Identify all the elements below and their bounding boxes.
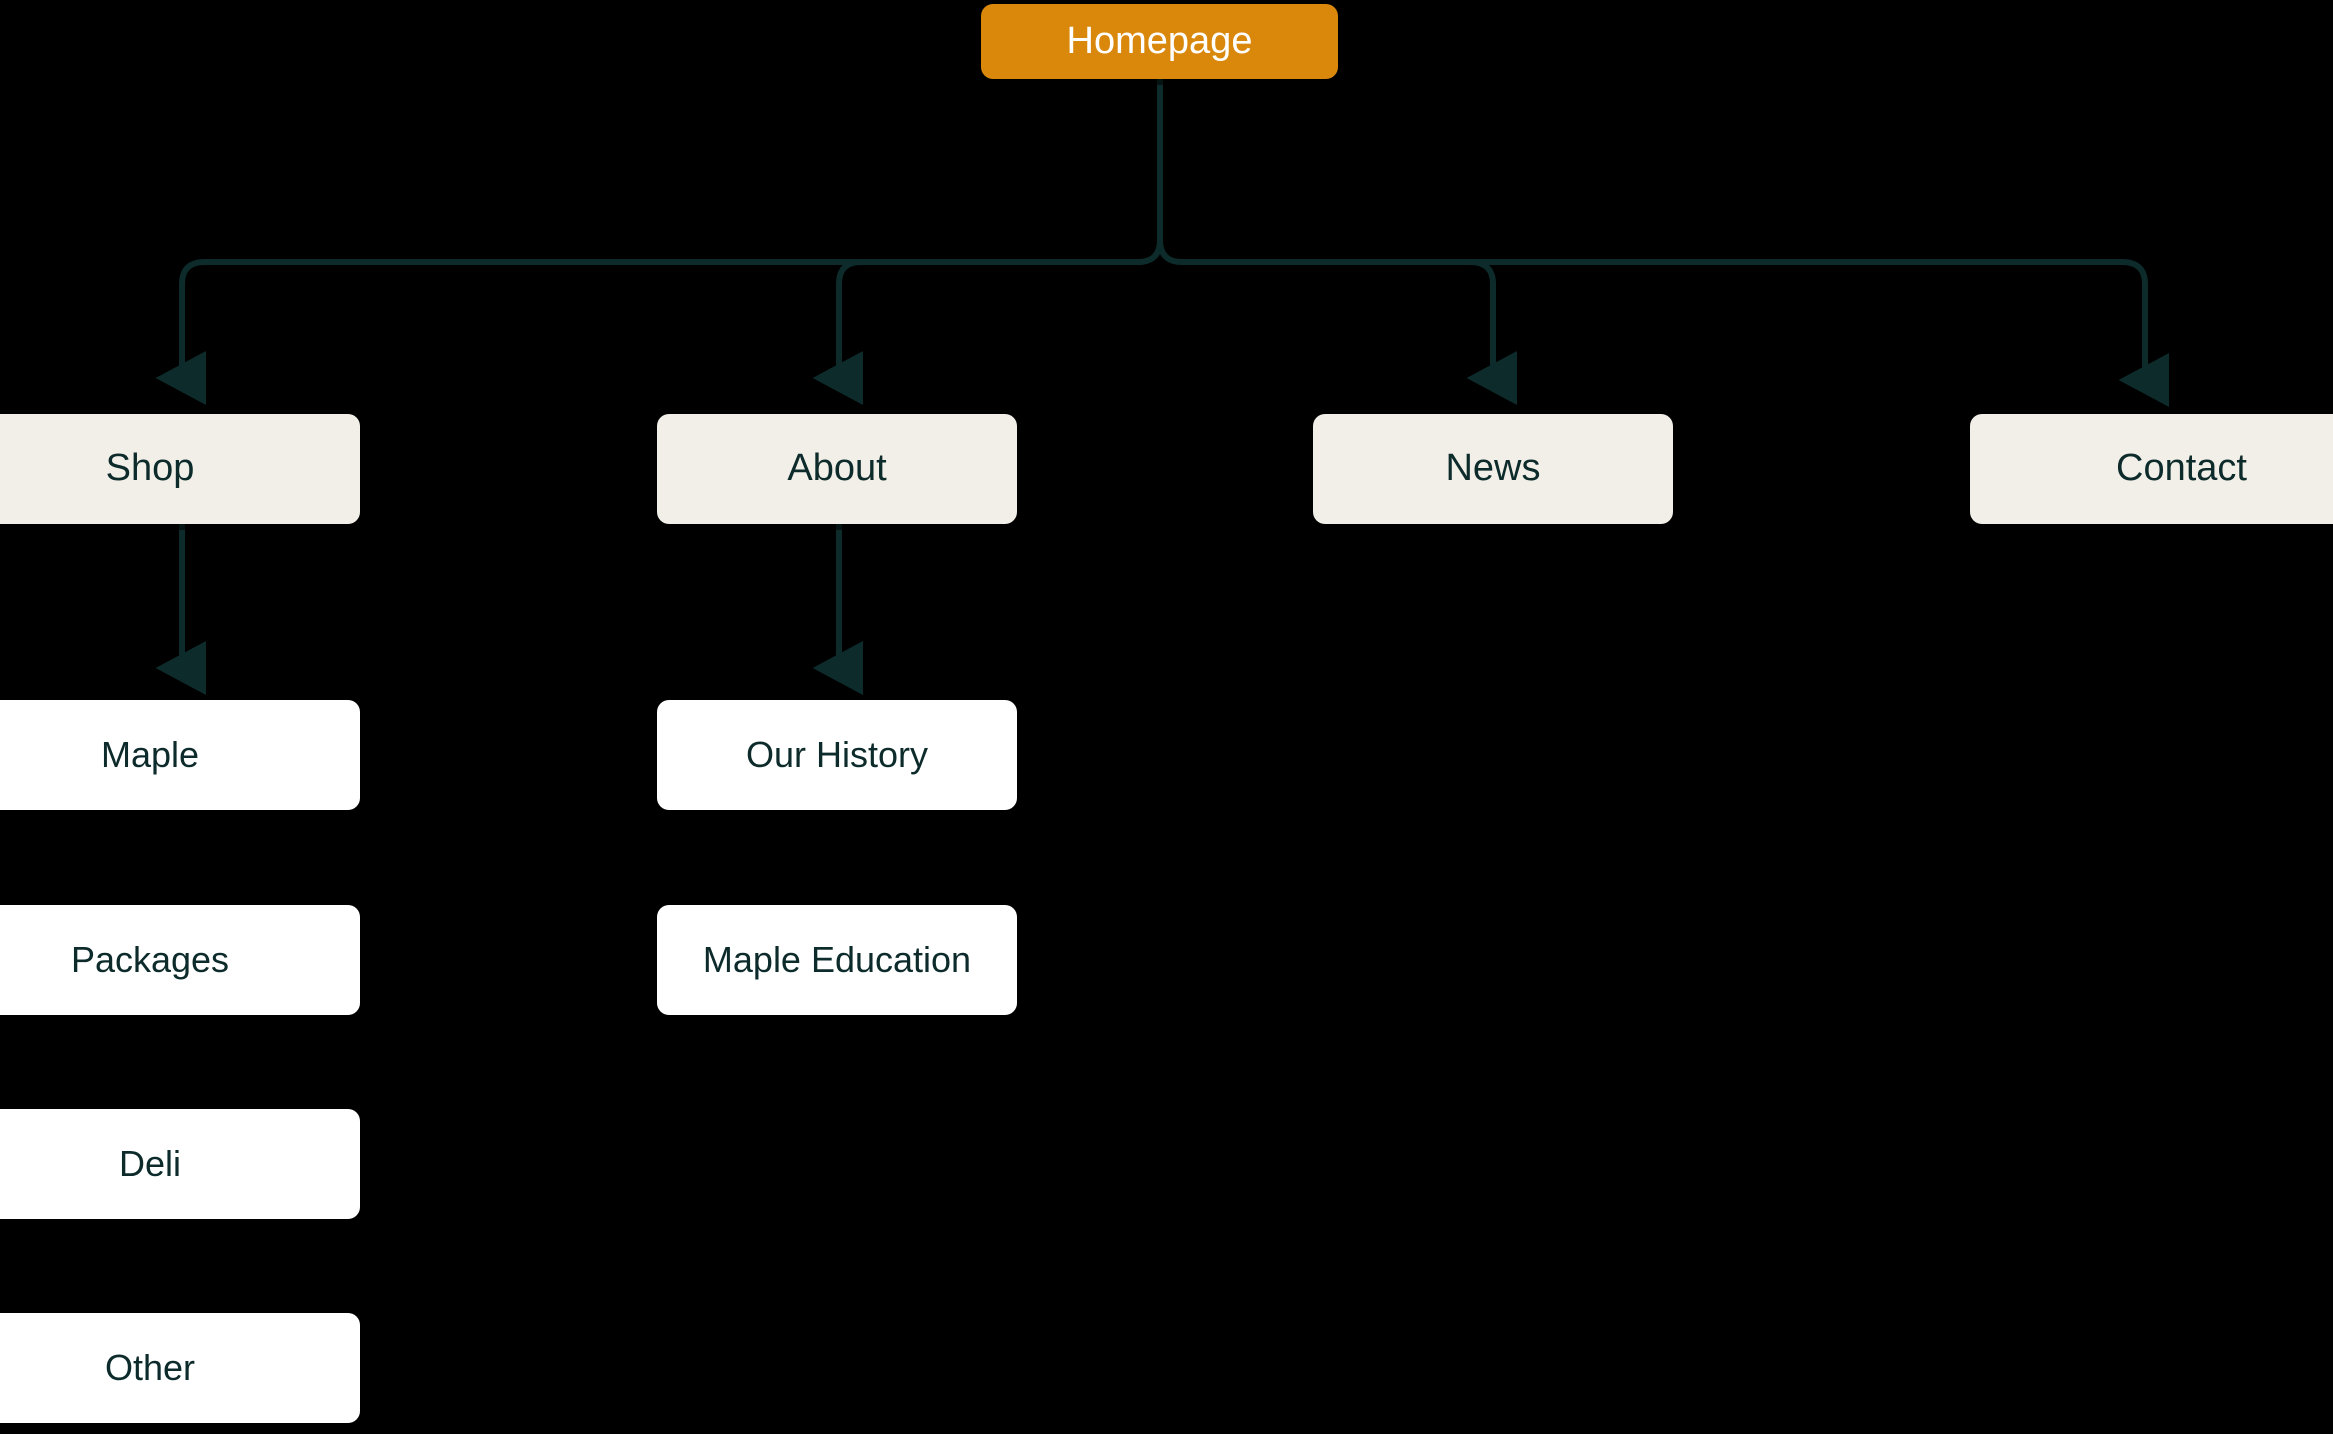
edge-homepage-to-shop <box>155 239 1163 405</box>
node-contact[interactable]: Contact <box>1970 414 2333 524</box>
node-other-label: Other <box>104 1347 196 1389</box>
edge-homepage-trunk <box>1157 79 2170 407</box>
node-packages-label: Packages <box>70 939 230 981</box>
node-maple-education[interactable]: Maple Education <box>657 905 1017 1015</box>
node-maple-label: Maple <box>100 734 200 776</box>
node-news-label: News <box>1445 447 1541 490</box>
node-news[interactable]: News <box>1313 414 1673 524</box>
node-shop-label: Shop <box>105 447 195 490</box>
node-about-label: About <box>787 447 887 490</box>
node-shop[interactable]: Shop <box>0 414 360 524</box>
node-homepage-label: Homepage <box>1066 19 1253 62</box>
node-our-history-label: Our History <box>745 734 929 776</box>
node-maple[interactable]: Maple <box>0 700 360 810</box>
node-maple-education-label: Maple Education <box>702 939 972 981</box>
node-homepage[interactable]: Homepage <box>981 4 1338 79</box>
node-our-history[interactable]: Our History <box>657 700 1017 810</box>
node-contact-label: Contact <box>2116 447 2247 490</box>
node-other[interactable]: Other <box>0 1313 360 1423</box>
edge-homepage-to-about <box>812 259 864 405</box>
edge-homepage-to-news <box>1466 259 1518 405</box>
node-about[interactable]: About <box>657 414 1017 524</box>
node-packages[interactable]: Packages <box>0 905 360 1015</box>
node-deli[interactable]: Deli <box>0 1109 360 1219</box>
node-deli-label: Deli <box>118 1143 181 1185</box>
